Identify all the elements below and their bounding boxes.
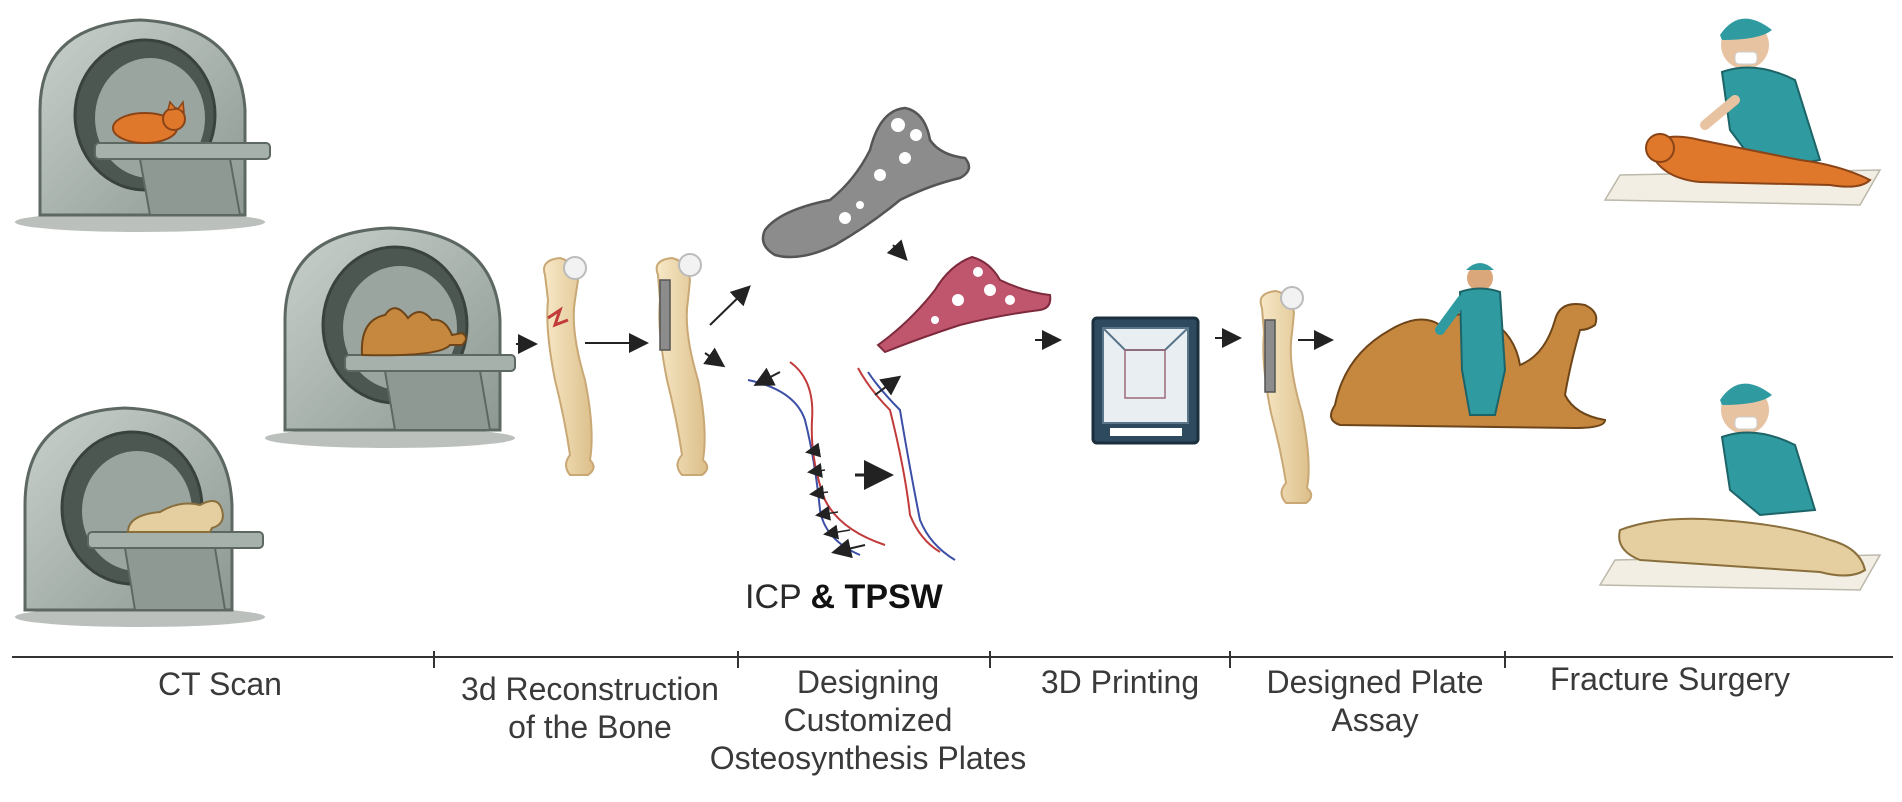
femur-icon <box>655 253 709 476</box>
timeline-axis <box>12 651 1893 668</box>
stage-line: 3d Reconstruction <box>461 671 719 707</box>
method-label: ICP & TPSW <box>745 578 943 617</box>
tpsw-label: TPSW <box>844 578 943 616</box>
bone-plate-icon <box>659 279 671 351</box>
surgeon-icon <box>1435 263 1507 416</box>
stage-line: Fracture Surgery <box>1549 661 1791 697</box>
stage-line: CT Scan <box>158 666 282 702</box>
stage-label-surgery: Fracture Surgery <box>1520 660 1820 698</box>
femur-icon <box>1259 286 1313 504</box>
cat-icon <box>112 99 186 144</box>
ct-scanner-icon <box>15 406 265 627</box>
bone-plate-icon <box>761 106 971 259</box>
3d-printer-icon <box>1091 316 1200 445</box>
femur-icon <box>543 256 595 476</box>
stage-label-ct: CT Scan <box>110 665 330 703</box>
stage-label-print: 3D Printing <box>1010 663 1230 701</box>
stage-line: 3D Printing <box>1040 664 1200 700</box>
flow-arrow <box>886 239 908 261</box>
bone-plate-icon <box>876 255 1052 354</box>
stage-line: Customized <box>783 702 953 738</box>
stage-label-recon: 3d Reconstruction of the Bone <box>440 670 740 746</box>
flow-arrow <box>703 347 726 368</box>
stage-label-assay: Designed Plate Assay <box>1240 663 1510 739</box>
stage-label-design: Designing Customized Osteosynthesis Plat… <box>688 663 1048 777</box>
stage-line: Designing <box>796 664 940 700</box>
stage-line: Assay <box>1331 702 1419 738</box>
stage-line: Osteosynthesis Plates <box>709 740 1027 776</box>
dog-icon <box>1618 517 1867 577</box>
registration-curves <box>747 361 956 561</box>
camel-icon <box>360 307 467 357</box>
stage-line: Designed Plate <box>1266 664 1484 700</box>
icp-label: ICP <box>745 578 802 616</box>
cat-icon <box>1645 133 1872 188</box>
stage-line: of the Bone <box>508 709 672 745</box>
dog-icon <box>126 500 224 533</box>
amp-label: & <box>810 578 836 616</box>
flow-arrow <box>709 285 751 326</box>
